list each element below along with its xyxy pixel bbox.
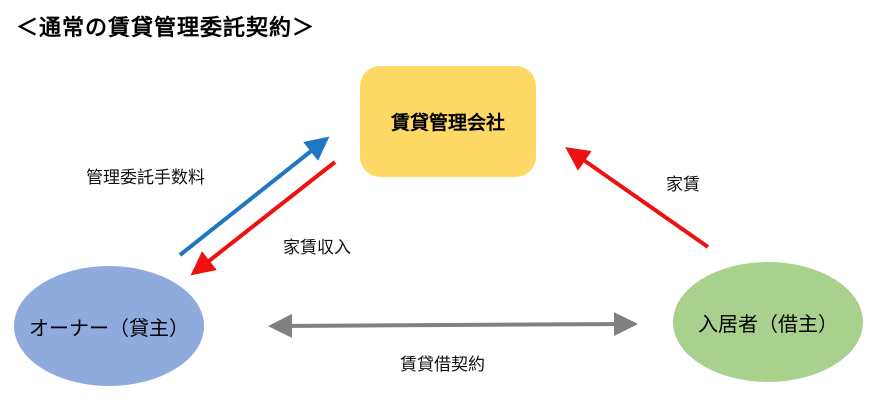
diagram-title: ＜通常の賃貸管理委託契約＞ xyxy=(16,16,316,41)
rent-arrow xyxy=(565,147,710,249)
owner-node: オーナー（貸主） xyxy=(14,266,204,386)
owner-label: オーナー（貸主） xyxy=(29,315,189,340)
lease-contract-label: 賃貸借契約 xyxy=(400,355,485,375)
lease-contract-arrow xyxy=(268,312,638,338)
management-company-label: 賃貸管理会社 xyxy=(390,112,505,134)
management-fee-arrow xyxy=(178,136,330,257)
management-fee-label: 管理委託手数料 xyxy=(86,168,205,188)
tenant-node: 入居者（借主） xyxy=(673,262,863,382)
rent-income-arrow xyxy=(190,160,337,276)
tenant-label: 入居者（借主） xyxy=(698,311,838,336)
rent-income-label: 家賃収入 xyxy=(283,238,351,258)
management-company-node: 賃貸管理会社 xyxy=(360,66,536,177)
rent-label: 家賃 xyxy=(666,175,700,195)
